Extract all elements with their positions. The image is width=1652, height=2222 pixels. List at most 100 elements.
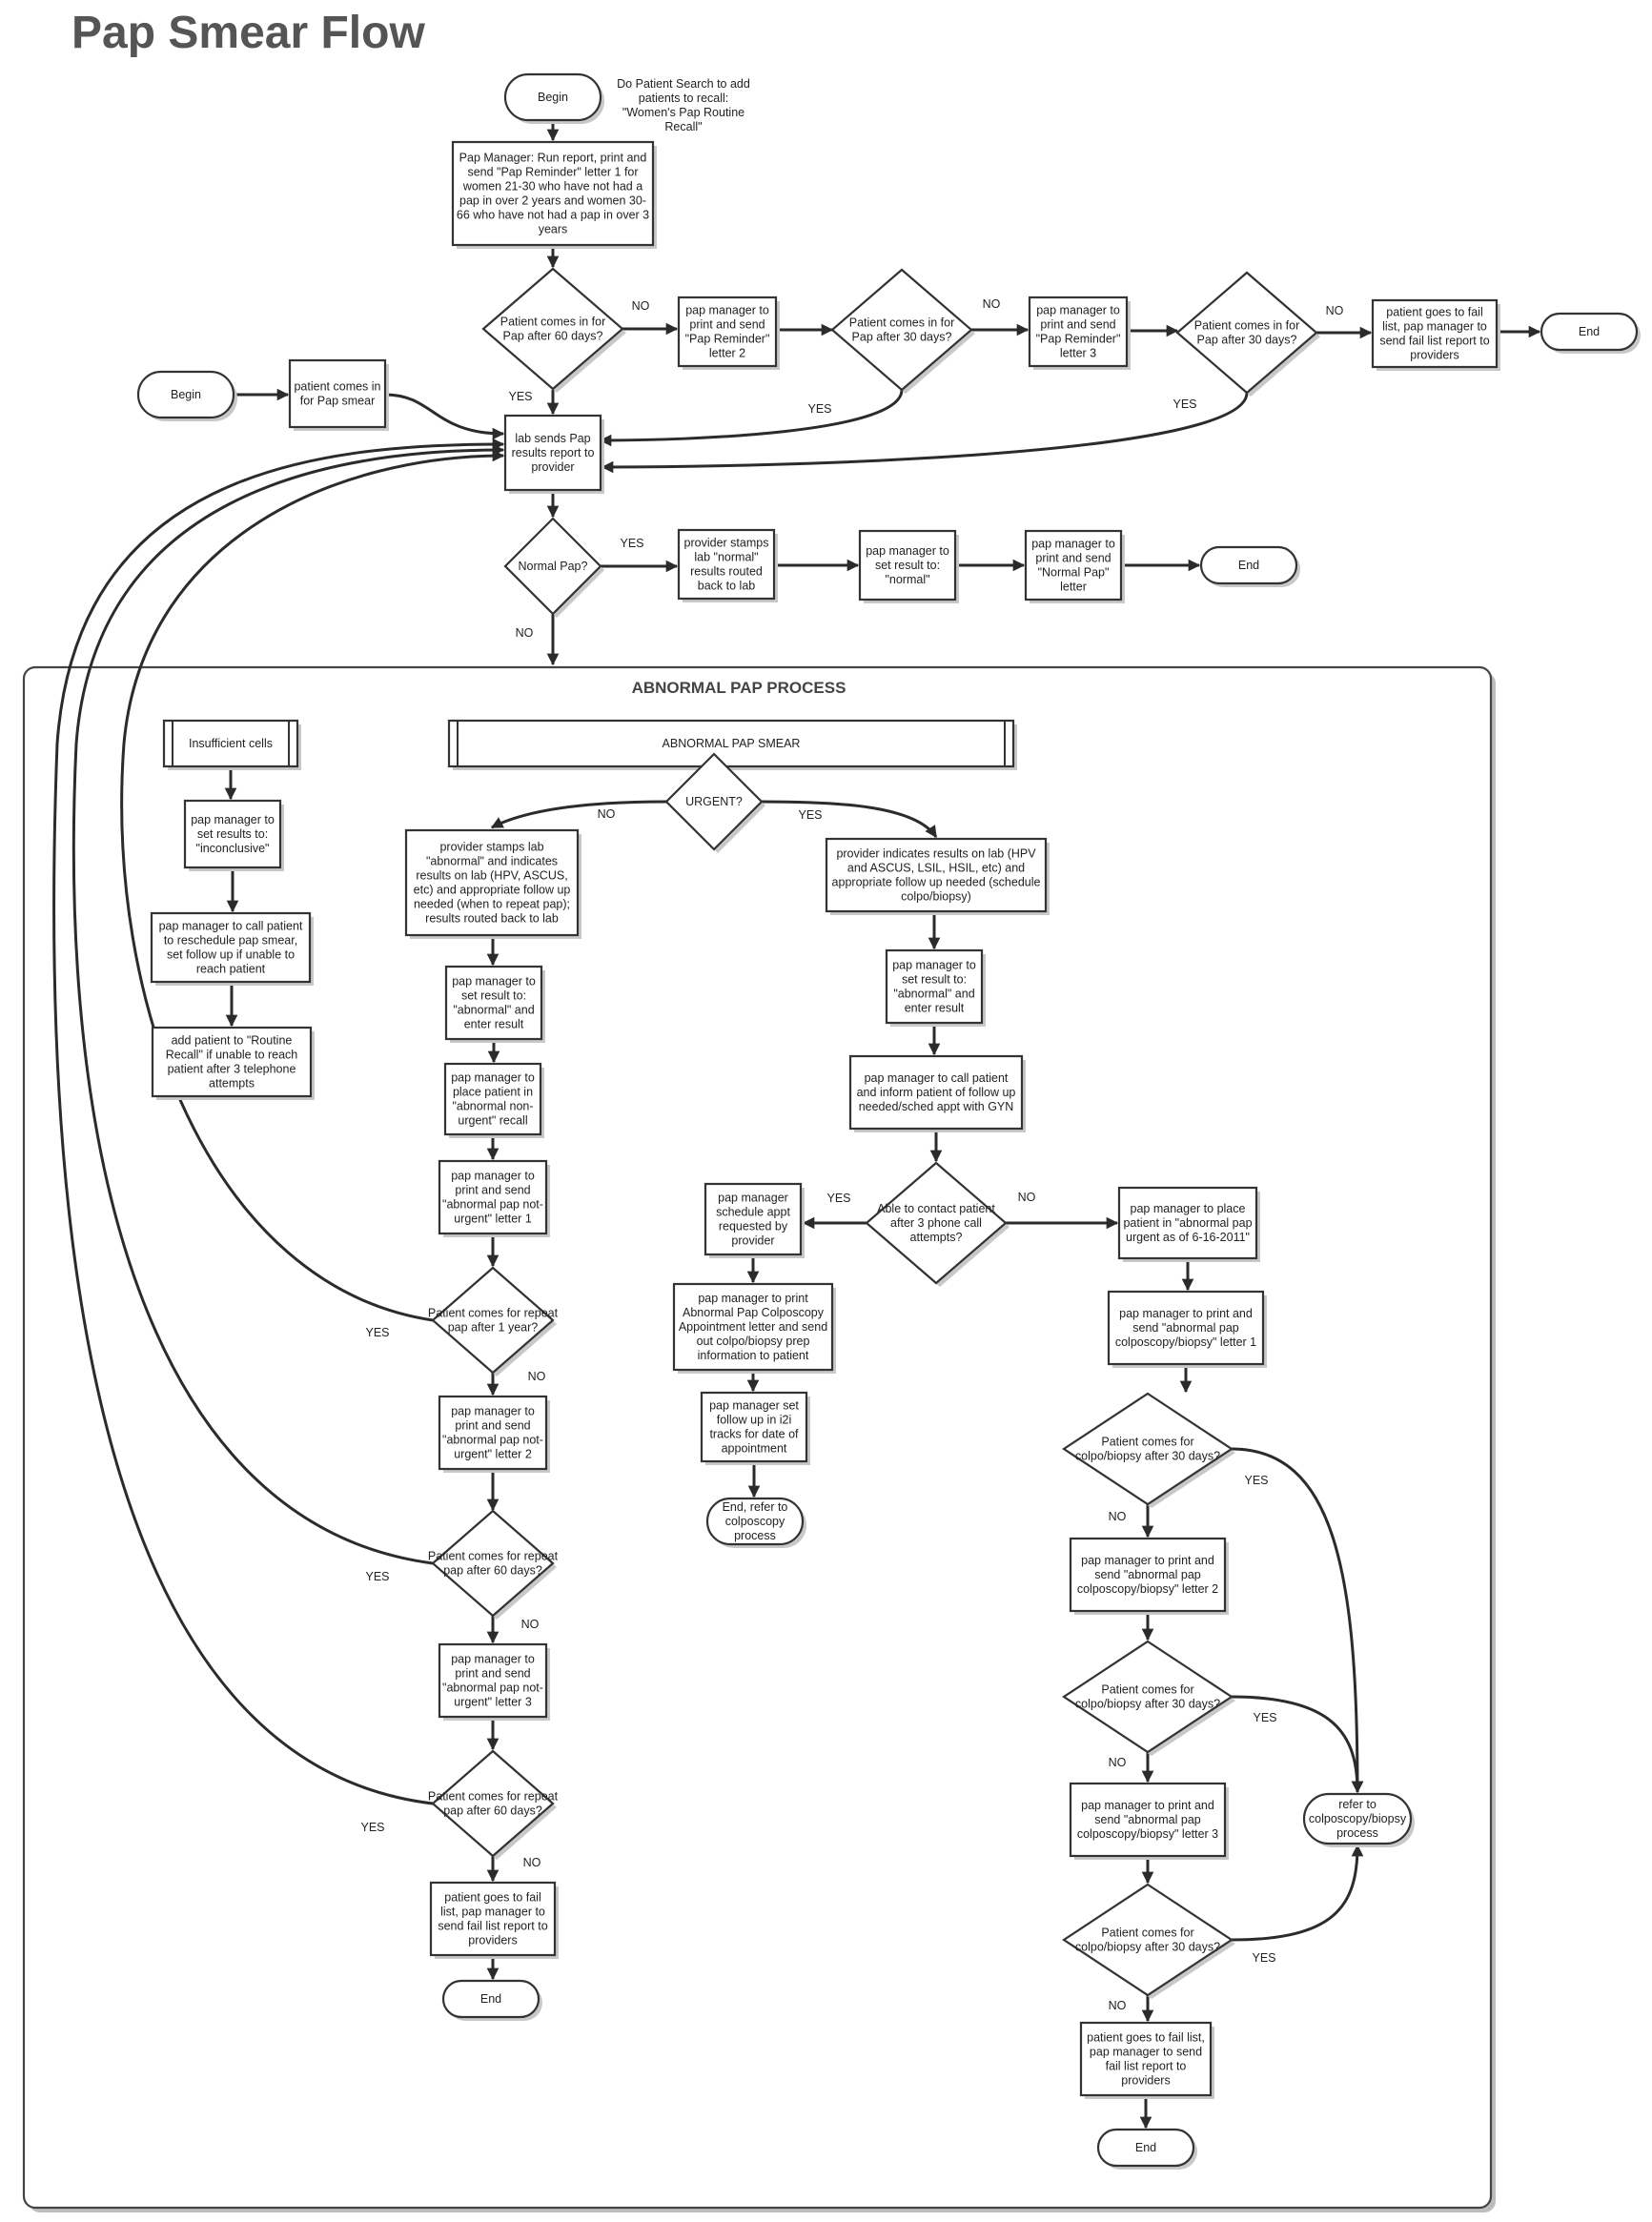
d30b-line: Pap after 30 days? xyxy=(1197,334,1297,347)
place-urgent-line: pap manager to place xyxy=(1131,1202,1246,1215)
fail-right-line: patient goes to fail list, xyxy=(1087,2031,1205,2045)
call-resched-line: set follow up if unable to xyxy=(167,948,295,962)
colpo2-line: pap manager to print and xyxy=(1081,1554,1214,1567)
colpo3-line: send "abnormal pap xyxy=(1094,1813,1201,1826)
nonurg2-line: pap manager to xyxy=(451,1405,535,1418)
set-inconclusive-line: "inconclusive" xyxy=(196,842,270,855)
comes-to-lab-connector xyxy=(384,393,505,440)
begin1-text: Begin xyxy=(538,91,568,104)
end-top-text: End xyxy=(1579,325,1600,338)
nonurg1-line: "abnormal pap not- xyxy=(442,1198,543,1212)
fail-left-line: send fail list report to xyxy=(438,1920,547,1933)
set-abn-r-line: set result to: xyxy=(902,973,967,987)
stamp-normal-line: lab "normal" xyxy=(694,551,758,564)
print-colpo-line: Appointment letter and send xyxy=(679,1320,827,1334)
nonurg1-line: print and send xyxy=(455,1184,530,1197)
rem3-line: letter 3 xyxy=(1060,347,1096,360)
d-60b-line: pap after 60 days? xyxy=(443,1804,542,1818)
set-abn-l-line: set result to: xyxy=(461,989,526,1003)
fail-right-step: patient goes to fail list,pap manager to… xyxy=(1079,2021,1214,2099)
stamp-normal-line: back to lab xyxy=(698,580,756,593)
urgent-no-connector xyxy=(490,800,667,829)
section-title: ABNORMAL PAP PROCESS xyxy=(632,679,846,697)
end-normal-line: End xyxy=(1238,559,1259,572)
rem3-line: "Pap Reminder" xyxy=(1036,333,1121,346)
d-60b-line: Patient comes for repeat xyxy=(428,1790,559,1804)
refer-colpo-line: refer to xyxy=(1338,1798,1377,1811)
set-followup-line: tracks for date of xyxy=(709,1428,799,1441)
nonurg3-line: pap manager to xyxy=(451,1653,535,1666)
d30a-yes-connector xyxy=(599,389,904,447)
dc3-yes-connector xyxy=(1231,1844,1364,1942)
call-resched-line: pap manager to call patient xyxy=(159,920,303,933)
nonurg2-line: "abnormal pap not- xyxy=(442,1434,543,1447)
end-left-line: End xyxy=(480,1992,501,2006)
set-inconclusive-line: pap manager to xyxy=(191,813,275,826)
dc1-yes-connector xyxy=(1231,1447,1364,1794)
colpo3-line: pap manager to print and xyxy=(1081,1799,1214,1812)
rem2-line: pap manager to xyxy=(685,304,769,317)
set-normal-line: set result to: xyxy=(875,559,940,572)
nonurg2-line: urgent" letter 2 xyxy=(454,1448,532,1461)
colpo1-line: pap manager to print and xyxy=(1119,1307,1253,1320)
end-normal-terminal: End xyxy=(1199,545,1300,587)
stamp-normal-line: provider stamps xyxy=(684,537,769,550)
contact-q-line: attempts? xyxy=(910,1231,963,1244)
nonurg3-line: print and send xyxy=(455,1667,530,1681)
normal-letter-line: print and send xyxy=(1035,552,1111,565)
stamp-abn-step: provider stamps lab"abnormal" and indica… xyxy=(404,828,581,939)
d60-line: Pap after 60 days? xyxy=(503,330,603,343)
sched-appt-line: requested by xyxy=(719,1220,788,1233)
colpo3-line: colposcopy/biopsy" letter 3 xyxy=(1077,1827,1218,1841)
edge-label-yes: YES xyxy=(360,1821,384,1834)
set-abn-l-line: "abnormal" and xyxy=(453,1004,534,1017)
end-right-text: End xyxy=(1135,2141,1156,2154)
lab-sends-line: provider xyxy=(531,460,574,474)
set-abn-r-line: pap manager to xyxy=(892,959,976,972)
lab-sends-line: results report to xyxy=(512,446,595,459)
rem3-line: pap manager to xyxy=(1036,304,1120,317)
d1-yes-loop-connector xyxy=(120,449,505,1322)
fail-top-line: send fail list report to xyxy=(1379,335,1489,348)
colpo1-line: send "abnormal pap xyxy=(1132,1321,1239,1335)
insufficient-line: Insufficient cells xyxy=(189,737,273,750)
dc2-line: Patient comes for xyxy=(1101,1683,1193,1697)
fail-top-line: providers xyxy=(1410,349,1458,362)
end-refer-line: process xyxy=(734,1529,776,1542)
end-normal-text: End xyxy=(1238,559,1259,572)
nonurg1-line: urgent" letter 1 xyxy=(454,1213,532,1226)
comes-in-line: for Pap smear xyxy=(300,395,376,408)
recall-note-line: "Women's Pap Routine xyxy=(622,106,744,119)
recall-note-line: Do Patient Search to add xyxy=(617,77,750,91)
run-report-line: send "Pap Reminder" letter 1 for xyxy=(467,166,638,179)
urgent-q-decision: URGENT? xyxy=(664,752,765,853)
